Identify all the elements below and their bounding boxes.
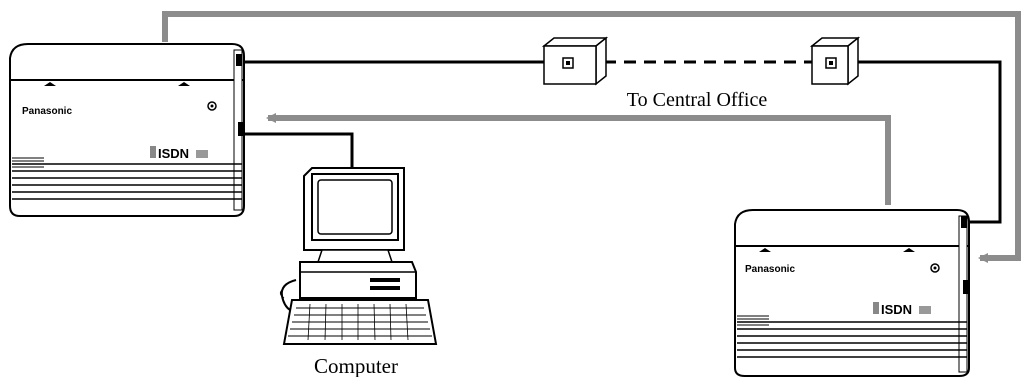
black-line-jack-to-right-pbx bbox=[826, 60, 1002, 224]
central-office-label: To Central Office bbox=[627, 89, 768, 111]
left-pbx-isdn-badge: ISDN bbox=[158, 146, 189, 161]
left-pbx-brand: Panasonic bbox=[22, 106, 72, 117]
left-pbx-port-icon bbox=[238, 122, 244, 136]
right-wall-jack bbox=[809, 36, 861, 86]
computer-icon bbox=[279, 167, 438, 345]
black-line-pbx-to-computer bbox=[244, 132, 354, 172]
gray-inner-line bbox=[266, 113, 891, 205]
left-pbx-unit: Panasonic ISDN bbox=[9, 43, 245, 217]
right-pbx-port-icon bbox=[963, 280, 969, 294]
gray-top-loop-line bbox=[162, 11, 1021, 263]
left-wall-jack bbox=[541, 36, 609, 86]
computer-label: Computer bbox=[314, 354, 398, 377]
right-pbx-isdn-badge: ISDN bbox=[881, 302, 912, 317]
right-pbx-brand: Panasonic bbox=[745, 264, 795, 275]
right-pbx-unit: Panasonic ISDN bbox=[734, 209, 970, 377]
